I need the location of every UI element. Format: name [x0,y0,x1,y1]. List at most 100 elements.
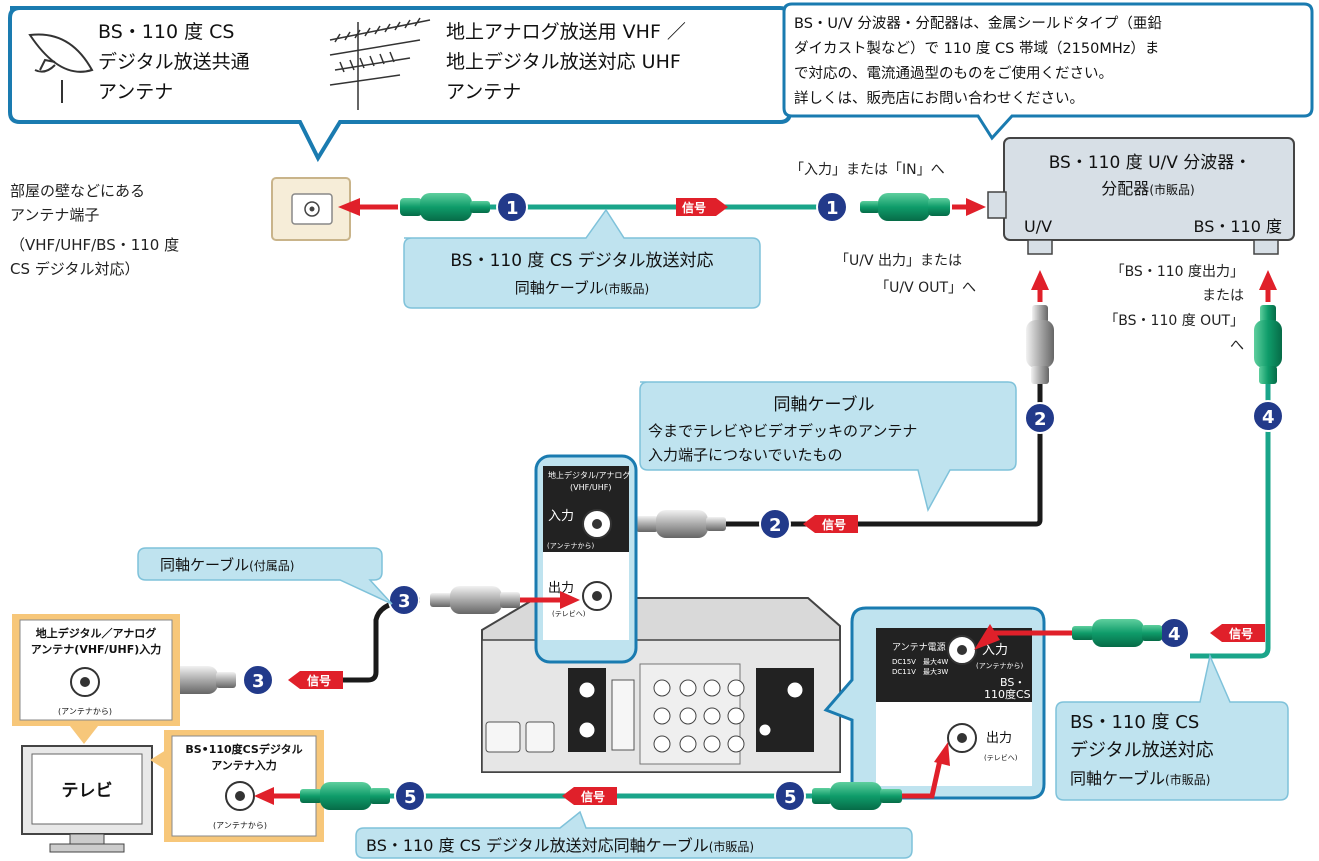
tv-set [21,726,153,853]
splitter-bs-out-3: 「BS・110 度 OUT」 [1104,313,1244,329]
rec-bs-bs1: BS・ [1000,676,1025,689]
wall-outlet-icon [271,177,351,241]
signal-badge-4: 信号 [1210,624,1265,642]
arrow-up-bs [1259,270,1277,290]
signal-badge-3: 信号 [288,671,343,689]
cable-3-plug-right [430,586,520,614]
signal-badge-2: 信号 [803,515,858,533]
svg-text:1: 1 [826,198,839,219]
cable-5-plug-right [812,782,902,810]
note-line1: BS・U/V 分波器・分配器は、金属シールドタイプ（亜鉛 [794,15,1162,32]
zoom-panel-bs [823,606,1046,800]
cable-4-plug-top [1254,305,1282,384]
signal-badge-1: 信号 [676,198,728,216]
svg-text:1: 1 [506,198,519,219]
cable-5-label-callout [355,810,913,859]
rec-bs-spec2: DC11V 最大3W [892,667,948,676]
cable-5-label-small: (市販品) [709,839,754,854]
cable-2-line1: 今までテレビやビデオデッキのアンテナ [648,422,917,440]
splitter-title2: 分配器 [1101,179,1149,198]
svg-text:同軸ケーブル(市販品): 同軸ケーブル(市販品) [515,279,649,297]
tv-bs-sub: (アンテナから) [213,821,267,830]
splitter-port-uv: U/V [1024,217,1052,236]
tv-label: テレビ [62,781,113,801]
number-badge-2b: 2 [759,508,791,540]
tv-bs-panel [150,730,324,842]
wall-outlet-line1: 部屋の壁などにある [10,182,145,200]
number-badge-4b: 4 [1158,617,1190,649]
rec-bs-output: 出力 [986,731,1012,746]
splitter-title2-small: (市販品) [1149,182,1194,197]
number-badge-1a: 1 [496,191,528,223]
cable-4-line3-small: (市販品) [1165,772,1210,787]
number-badge-4a: 4 [1252,400,1284,432]
bs-antenna-line2: デジタル放送共通 [98,51,250,73]
bs-antenna-line1: BS・110 度 CS [98,21,234,43]
cable-4-line [1190,384,1271,659]
rec-ter-output: 出力 [548,581,574,596]
rec-bs-input: 入力 [982,643,1008,658]
cable-2-plug-left [636,510,726,538]
splitter-input-label: 「入力」または「IN」へ [790,162,945,178]
svg-text:同軸ケーブル(市販品): 同軸ケーブル(市販品) [1070,769,1210,788]
splitter-bs-out-1: 「BS・110 度出力」 [1111,264,1244,280]
svg-text:4: 4 [1262,407,1275,428]
cable-1-label-small: (市販品) [604,281,649,296]
rec-bs-output-sub: (テレビへ) [984,753,1018,762]
arrow-up-uv [1031,270,1049,290]
splitter-title1: BS・110 度 U/V 分波器・ [1049,153,1252,173]
rec-bs-power: アンテナ電源 [892,642,946,653]
tv-bs-title2: アンテナ入力 [211,758,277,772]
cable-1-label-callout [403,208,761,309]
cable-1-plug-left [400,193,490,221]
cable-1-label-line1: BS・110 度 CS デジタル放送対応 [450,250,713,271]
wall-outlet-line3: （VHF/UHF/BS・110 度 [10,236,179,254]
cable-3-label-callout [137,547,393,605]
splitter-port-bs: BS・110 度 [1194,217,1282,236]
signal-badge-5: 信号 [562,787,617,805]
svg-text:5: 5 [404,787,417,808]
number-badge-3b: 3 [242,664,274,696]
svg-text:4: 4 [1168,624,1181,645]
svg-text:2: 2 [1034,409,1047,430]
svg-text:同軸ケーブル(付属品): 同軸ケーブル(付属品) [160,556,294,574]
svg-text:信号: 信号 [682,200,706,215]
satellite-dish-icon [28,33,94,103]
cable-3-label: 同軸ケーブル [160,556,249,574]
cable-4-line1: BS・110 度 CS [1070,712,1199,733]
svg-text:信号: 信号 [822,517,846,532]
wall-outlet-line2: アンテナ端子 [10,206,99,224]
rec-ter-title1: 地上デジタル/アナログ [548,470,630,480]
rec-ter-title2: (VHF/UHF) [570,483,612,492]
arrow-to-splitter [966,198,986,216]
splitter-device [987,137,1295,255]
svg-text:3: 3 [252,671,265,692]
wall-outlet-line4: CS デジタル対応） [10,260,139,278]
rec-ter-output-sub: (テレビへ) [552,609,586,618]
note-line3: で対応の、電流通過型のものをご使用ください。 [794,65,1113,82]
svg-text:信号: 信号 [1229,626,1253,641]
rec-ter-input: 入力 [548,509,574,524]
cable-2-line [720,384,1043,527]
arrow-to-recorder-bs-input [974,624,1000,650]
arrow-to-recorder-output [560,591,580,609]
tv-bs-title1: BS•110度CSデジタル [185,742,302,756]
cable-4-plug [1072,619,1162,647]
rec-bs-spec1: DC15V 最大4W [892,657,948,666]
number-badge-5b: 5 [774,780,806,812]
cable-2-line2: 入力端子につないでいたもの [648,446,843,464]
rec-bs-input-sub: (アンテナから) [976,662,1023,670]
tv-ter-title1: 地上デジタル／アナログ [36,626,157,640]
tv-ter-title2: アンテナ(VHF/UHF)入力 [31,642,162,656]
splitter-bs-out-4: へ [1230,338,1244,354]
cable-5-label: BS・110 度 CS デジタル放送対応同軸ケーブル [366,836,709,855]
svg-text:信号: 信号 [307,673,331,688]
svg-text:分配器(市販品): 分配器(市販品) [1101,179,1194,198]
rec-bs-bs2: 110度CS [984,687,1031,701]
cable-4-label-callout [1055,653,1289,801]
bs-antenna-line3: アンテナ [98,81,173,103]
note-line4: 詳しくは、販売店にお問い合わせください。 [794,90,1084,107]
antenna-box [8,6,792,163]
number-badge-1b: 1 [816,191,848,223]
